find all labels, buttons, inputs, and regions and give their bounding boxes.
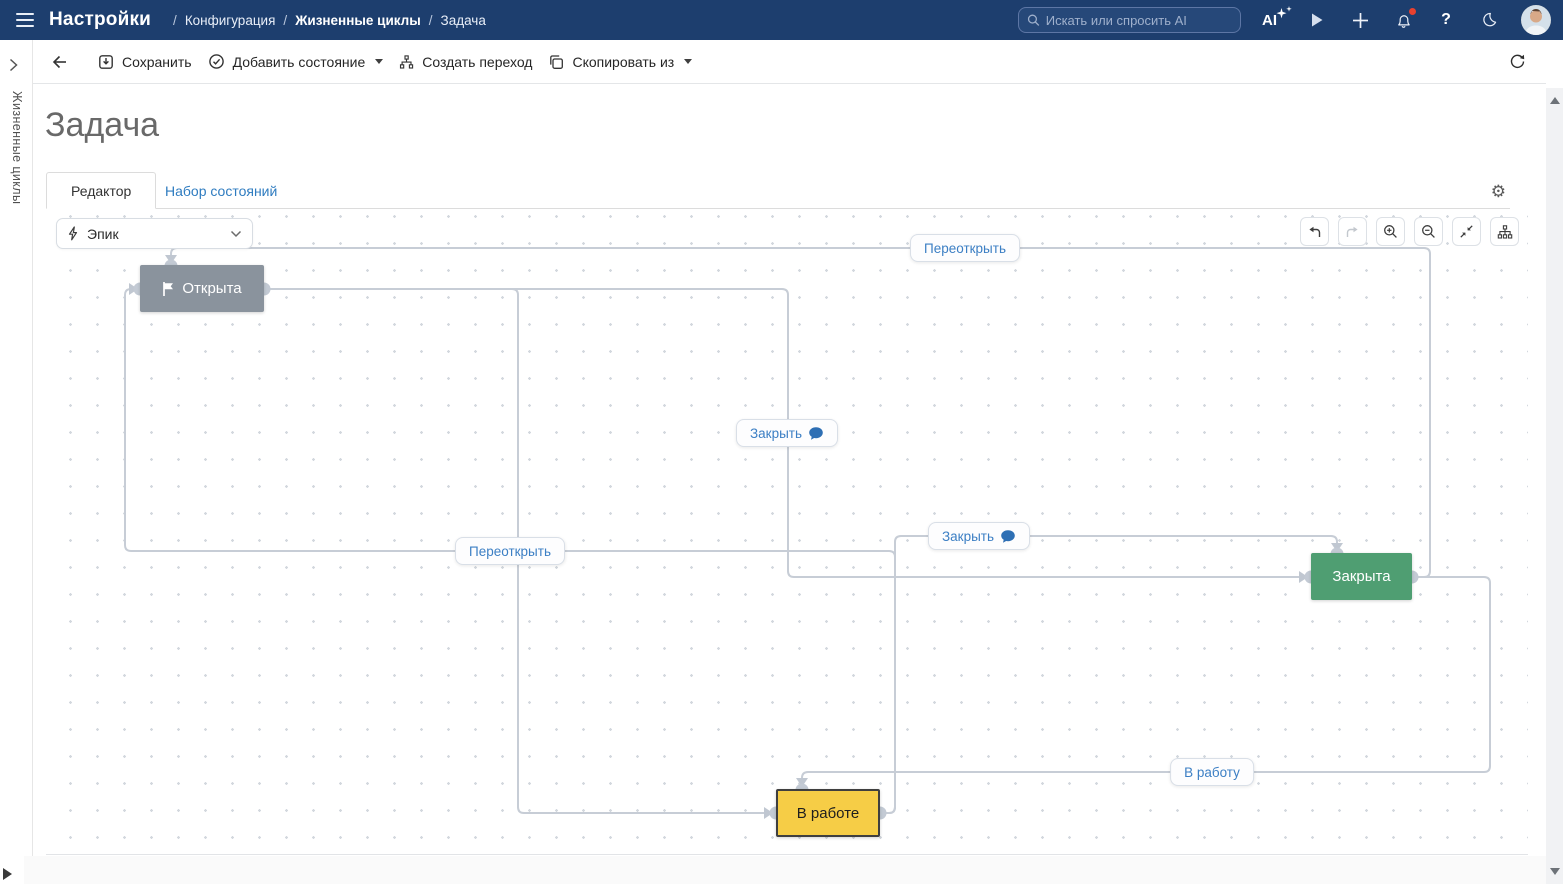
breadcrumb: / Конфигурация / Жизненные циклы / Задач…: [173, 13, 486, 28]
state-node-label: В работе: [796, 804, 860, 822]
create-transition-label: Создать переход: [422, 53, 533, 70]
state-node-closed[interactable]: Закрыта: [1311, 553, 1412, 600]
chevron-down-icon: [230, 230, 242, 237]
transition-label: Переоткрыть: [469, 543, 551, 559]
back-arrow-icon: [52, 55, 66, 68]
ai-sparkle-small-icon: [1286, 5, 1292, 12]
settings-gear-icon[interactable]: ⚙: [1490, 182, 1506, 202]
tab-state-set[interactable]: Набор состояний: [165, 182, 278, 199]
state-node-label: Закрыта: [1332, 568, 1391, 585]
workflow-canvas[interactable]: Эпик Открыта: [46, 210, 1528, 855]
comment-bubble-icon: [809, 426, 823, 440]
state-node-in-progress[interactable]: В работе: [776, 789, 880, 837]
bolt-icon: [68, 226, 78, 241]
ai-label: AI: [1262, 11, 1277, 29]
card-type-select[interactable]: Эпик: [56, 218, 253, 249]
app-title[interactable]: Настройки: [49, 9, 152, 30]
search-box[interactable]: [1018, 7, 1241, 33]
refresh-icon: [1510, 54, 1525, 69]
back-button[interactable]: [43, 48, 76, 76]
transition-reopen-2[interactable]: Переоткрыть: [455, 537, 565, 565]
transition-icon: [400, 54, 414, 69]
sidebar-vertical-label: Жизненные циклы: [10, 91, 24, 205]
state-node-open[interactable]: Открыта: [140, 265, 264, 312]
add-state-label: Добавить состояние: [232, 53, 366, 70]
transition-label: Закрыть: [750, 425, 802, 441]
check-circle-icon: [208, 54, 224, 69]
transition-to-work[interactable]: В работу: [1170, 758, 1254, 786]
zoom-in-icon[interactable]: [1376, 217, 1405, 246]
tab-bar: Редактор Набор состояний ⚙: [46, 172, 1528, 209]
save-button[interactable]: Сохранить: [90, 48, 200, 76]
tab-editor[interactable]: Редактор: [46, 172, 157, 209]
user-avatar[interactable]: [1521, 5, 1551, 35]
editor-toolbar: Сохранить Добавить состояние Создать пер…: [33, 40, 1546, 84]
dark-mode-moon-icon[interactable]: [1478, 9, 1500, 31]
copy-icon: [550, 54, 564, 69]
save-icon: [99, 54, 113, 69]
undo-icon[interactable]: [1300, 217, 1329, 246]
transition-label: Закрыть: [942, 528, 994, 544]
tab-bar-rule: [46, 208, 1510, 209]
ai-assistant-button[interactable]: AI: [1262, 5, 1292, 29]
sidebar-expand-icon[interactable]: [9, 58, 32, 77]
copy-from-label: Скопировать из: [572, 53, 675, 70]
zoom-out-icon[interactable]: [1414, 217, 1443, 246]
breadcrumb-configuration[interactable]: Конфигурация: [184, 12, 276, 28]
run-icon[interactable]: [1306, 9, 1328, 31]
flag-icon: [163, 281, 174, 296]
diagram-edges-layer: [124, 247, 1491, 820]
breadcrumb-separator: /: [173, 12, 177, 28]
vertical-scrollbar[interactable]: [1546, 88, 1563, 884]
header-actions: AI ?: [1018, 0, 1563, 40]
refresh-button[interactable]: [1509, 53, 1526, 70]
breadcrumb-separator: /: [283, 12, 288, 28]
transition-label: Переоткрыть: [924, 240, 1006, 256]
auto-layout-icon[interactable]: [1490, 217, 1519, 246]
card-type-value: Эпик: [87, 225, 119, 242]
notifications-bell-icon[interactable]: [1392, 8, 1416, 31]
scroll-up-icon[interactable]: [1546, 92, 1563, 109]
add-state-button[interactable]: Добавить состояние: [200, 47, 392, 76]
state-node-label: Открыта: [182, 280, 242, 297]
transition-close-1[interactable]: Закрыть: [736, 419, 838, 447]
ai-sparkles-icon: [1276, 7, 1287, 18]
search-input[interactable]: [1045, 12, 1232, 28]
redo-icon[interactable]: [1338, 217, 1367, 246]
breadcrumb-separator: /: [428, 12, 433, 28]
fit-content-icon[interactable]: [1452, 217, 1481, 246]
save-label: Сохранить: [122, 53, 192, 70]
notification-dot: [1409, 8, 1416, 15]
top-header: Настройки / Конфигурация / Жизненные цик…: [0, 0, 1563, 40]
canvas-toolbar: [1300, 217, 1519, 246]
create-transition-button[interactable]: Создать переход: [391, 48, 540, 76]
collapsed-sidebar: Жизненные циклы: [0, 40, 33, 884]
add-icon[interactable]: [1349, 9, 1371, 31]
menu-icon[interactable]: [16, 13, 34, 27]
horizontal-scroll-arrow-icon: [3, 868, 12, 880]
search-icon: [1027, 14, 1040, 26]
help-icon[interactable]: ?: [1441, 11, 1451, 28]
comment-bubble-icon: [1001, 529, 1015, 543]
transition-close-2[interactable]: Закрыть: [928, 522, 1030, 550]
transition-label: В работу: [1184, 764, 1240, 780]
copy-from-button[interactable]: Скопировать из: [540, 48, 700, 76]
canvas-footer-area: [24, 856, 1546, 884]
chevron-down-icon: [375, 59, 384, 64]
scroll-down-icon[interactable]: [1546, 863, 1563, 880]
page-title: Задача: [45, 106, 160, 144]
breadcrumb-lifecycles[interactable]: Жизненные циклы: [295, 12, 421, 28]
breadcrumb-task[interactable]: Задача: [440, 12, 486, 28]
transition-reopen-top[interactable]: Переоткрыть: [910, 234, 1020, 262]
chevron-down-icon: [684, 59, 693, 64]
